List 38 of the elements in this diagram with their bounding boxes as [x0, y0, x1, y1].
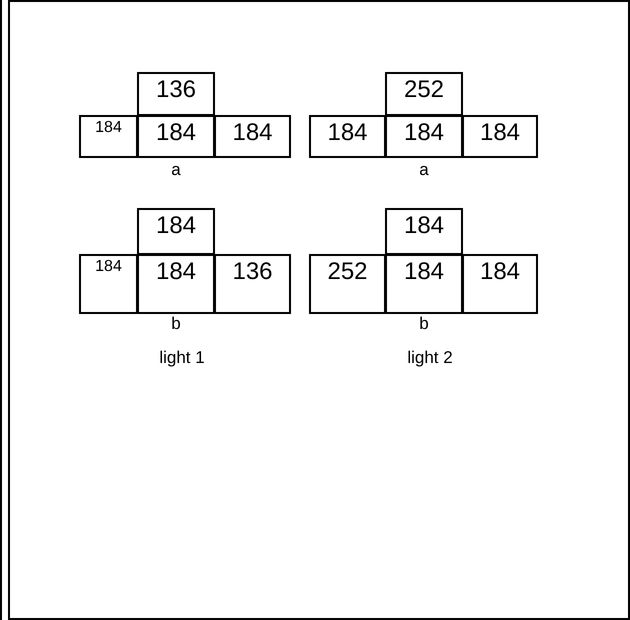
grid-square — [462, 115, 538, 158]
grid-square — [385, 115, 463, 158]
grid-square — [214, 115, 291, 158]
pixel-value: 252 — [327, 258, 368, 286]
grid-square — [385, 208, 463, 255]
grid-square — [462, 254, 538, 314]
pixel-value: 184 — [156, 258, 196, 286]
grid-square — [137, 115, 215, 158]
pixel-value: 184 — [232, 119, 273, 147]
pixel-value: 184 — [404, 212, 444, 240]
pixel-value: 184 — [95, 119, 122, 137]
grid-square — [385, 254, 463, 314]
panel-letter: a — [170, 160, 182, 180]
pixel-value: 184 — [480, 119, 520, 147]
pixel-value: 184 — [480, 258, 520, 286]
panel-letter: a — [418, 160, 430, 180]
pixel-value: 184 — [327, 119, 368, 147]
pixel-value: 136 — [232, 258, 273, 286]
grid-square — [137, 254, 215, 314]
pixel-value: 252 — [404, 76, 444, 104]
grid-square — [214, 254, 291, 314]
pixel-value: 136 — [156, 76, 196, 104]
pixel-value: 184 — [156, 212, 196, 240]
pixel-value: 184 — [156, 119, 196, 147]
grid-square — [79, 115, 138, 158]
panel-letter: b — [418, 314, 430, 334]
pixel-value: 184 — [404, 258, 444, 286]
grid-square — [385, 72, 463, 116]
grid-square — [309, 115, 386, 158]
grid-square — [137, 72, 215, 116]
grid-square — [309, 254, 386, 314]
grid-square — [79, 254, 138, 314]
figure-caption: light 2 — [406, 348, 454, 368]
figure-caption: light 1 — [158, 348, 206, 368]
panel-letter: b — [170, 314, 182, 334]
grid-square — [137, 208, 215, 255]
pixel-value: 184 — [404, 119, 444, 147]
pixel-value: 184 — [95, 258, 122, 276]
